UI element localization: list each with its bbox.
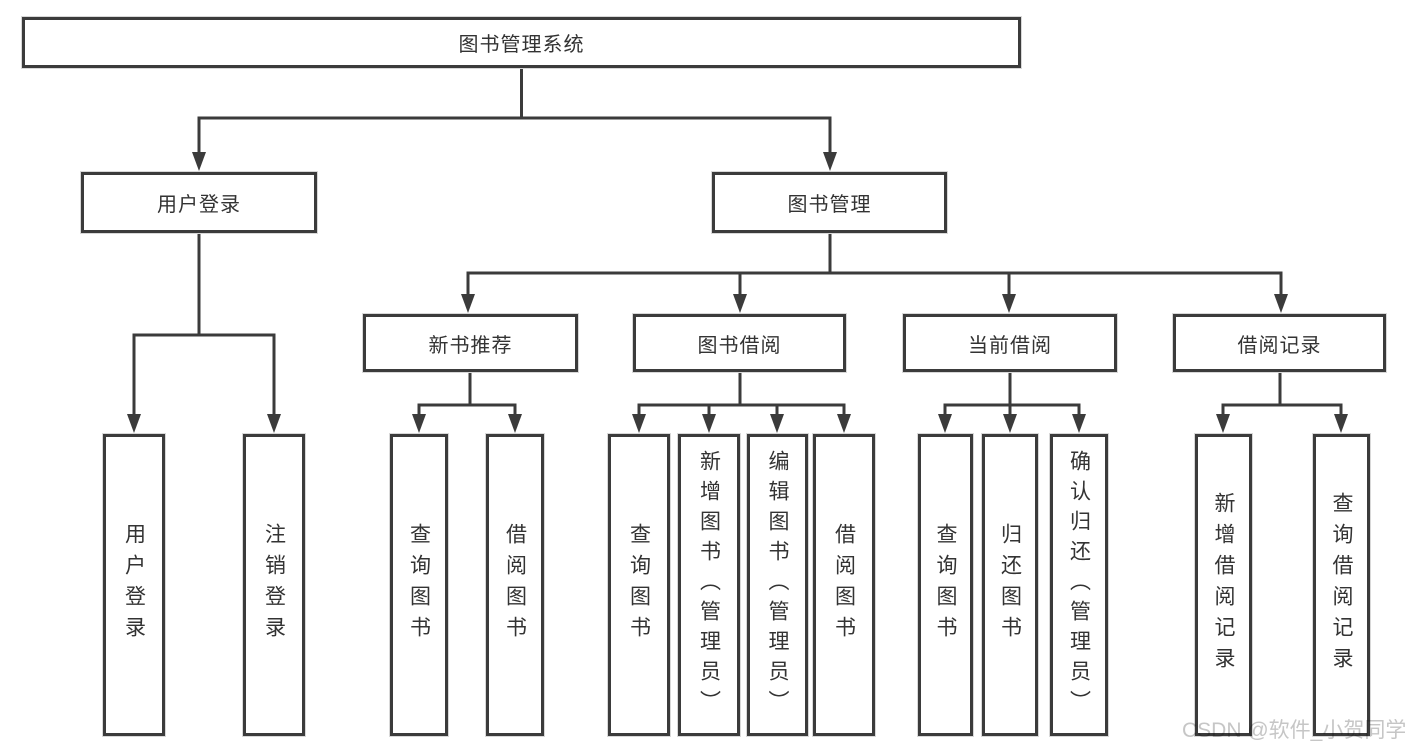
node-user-login: 用户登录 <box>81 172 317 233</box>
node-book-management: 图书管理 <box>712 172 947 233</box>
arrowhead <box>1216 414 1230 433</box>
connector-root-to-level2 <box>197 68 832 152</box>
leaf-recommend-query-book: 查询图书 <box>390 434 448 736</box>
leaf-current-confirm-return: 确认归还（管理员） <box>1050 434 1108 736</box>
connector-record-to-leaves <box>1221 372 1343 414</box>
connector-bookmgmt-to-level3 <box>466 232 1283 294</box>
leaf-borrow-add-book: 新增图书（管理员） <box>678 434 740 736</box>
node-borrow-record: 借阅记录 <box>1173 314 1386 372</box>
arrowhead <box>1002 294 1016 313</box>
leaf-current-query-book: 查询图书 <box>918 434 973 736</box>
arrowhead <box>770 414 784 433</box>
arrowhead <box>1274 294 1288 313</box>
csdn-watermark: CSDN @软件_小贺同学 <box>1182 719 1405 742</box>
connector-borrow-to-leaves <box>637 372 846 414</box>
node-new-book-recommend: 新书推荐 <box>363 314 578 372</box>
node-book-borrow: 图书借阅 <box>633 314 846 372</box>
arrowhead <box>267 414 281 433</box>
arrowhead <box>837 414 851 433</box>
leaf-current-return-book: 归还图书 <box>982 434 1038 736</box>
connector-userlogin-to-leaves <box>132 232 276 414</box>
arrowhead <box>127 414 141 433</box>
arrowhead <box>702 414 716 433</box>
leaf-borrow-edit-book: 编辑图书（管理员） <box>747 434 808 736</box>
arrowhead <box>823 152 837 171</box>
arrowhead <box>1072 414 1086 433</box>
arrowhead <box>938 414 952 433</box>
leaf-record-query-record: 查询借阅记录 <box>1313 434 1370 736</box>
arrowhead <box>1003 414 1017 433</box>
leaf-borrow-query-book: 查询图书 <box>608 434 670 736</box>
connector-current-to-leaves <box>943 372 1081 414</box>
arrowhead <box>412 414 426 433</box>
connector-recommend-to-leaves <box>417 372 517 414</box>
arrowhead <box>733 294 747 313</box>
arrowhead <box>508 414 522 433</box>
arrowhead <box>632 414 646 433</box>
arrowhead <box>1334 414 1348 433</box>
arrowhead <box>461 294 475 313</box>
leaf-record-add-record: 新增借阅记录 <box>1195 434 1252 736</box>
leaf-borrow-borrow-book: 借阅图书 <box>813 434 875 736</box>
leaf-recommend-borrow-book: 借阅图书 <box>486 434 544 736</box>
node-root: 图书管理系统 <box>22 17 1021 68</box>
node-current-borrow: 当前借阅 <box>903 314 1117 372</box>
leaf-user-login: 用户登录 <box>103 434 165 736</box>
leaf-logout: 注销登录 <box>243 434 305 736</box>
arrowhead <box>192 152 206 171</box>
